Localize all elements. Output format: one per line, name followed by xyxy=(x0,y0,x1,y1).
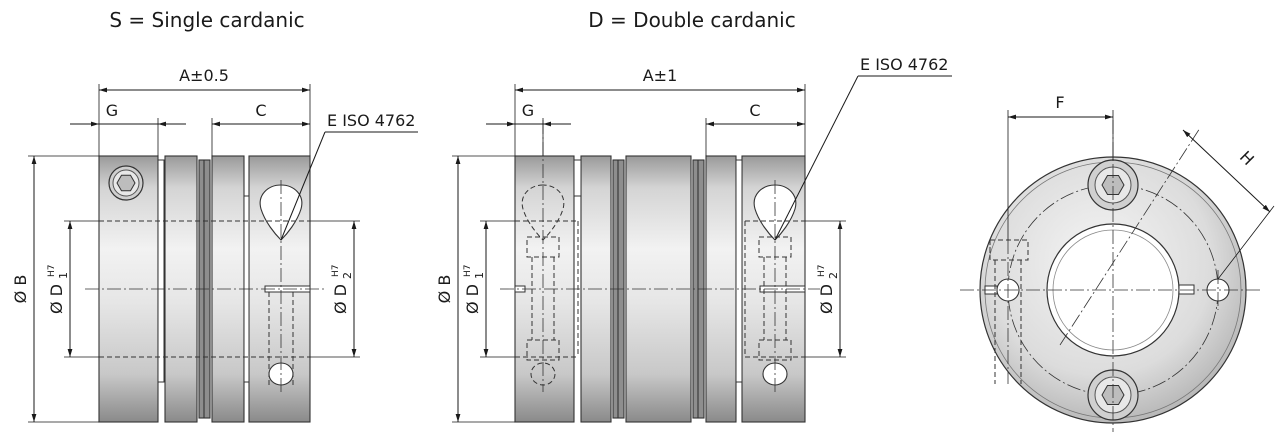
dim-g-double: G xyxy=(522,101,534,120)
dim-d1-sub-single: 1 xyxy=(57,272,70,279)
title-double-cardanic: D = Double cardanic xyxy=(588,8,795,32)
end-view xyxy=(960,120,1262,432)
dim-d2-tol-single: H7 xyxy=(331,265,341,278)
dim-a-single: A±0.5 xyxy=(179,66,229,85)
dim-b-single: Ø B xyxy=(11,275,30,304)
dim-c-double: C xyxy=(749,101,760,120)
dim-d2-sub-double: 2 xyxy=(827,272,840,279)
single-dimensions: A±0.5 G C E ISO 4762 Ø B Ø D 1 H7 Ø D 2 … xyxy=(11,66,418,423)
double-dimensions: A±1 G C E ISO 4762 Ø B Ø D 1 H7 Ø D 2 H7 xyxy=(435,55,952,423)
hex-socket-screw-icon xyxy=(108,165,144,201)
single-cardanic-view xyxy=(85,155,325,423)
dim-g-single: G xyxy=(106,101,118,120)
dim-d2-double: Ø D xyxy=(817,284,836,314)
dim-d1-tol-double: H7 xyxy=(463,265,473,278)
double-cardanic-view xyxy=(500,120,820,423)
dim-c-single: C xyxy=(255,101,266,120)
dim-a-double: A±1 xyxy=(643,66,678,85)
dim-d1-sub-double: 1 xyxy=(473,272,486,279)
dim-d2-sub-single: 2 xyxy=(341,272,354,279)
dim-d1-double: Ø D xyxy=(463,284,482,314)
title-single-cardanic: S = Single cardanic xyxy=(109,8,304,32)
dim-d2-tol-double: H7 xyxy=(817,265,827,278)
dim-d1-tol-single: H7 xyxy=(47,265,57,278)
dim-h: H xyxy=(1236,147,1258,169)
dim-b-double: Ø B xyxy=(435,275,454,304)
dim-d1-single: Ø D xyxy=(47,284,66,314)
dim-f: F xyxy=(1055,93,1064,112)
callout-e-single: E ISO 4762 xyxy=(327,111,415,130)
dim-d2-single: Ø D xyxy=(331,284,350,314)
callout-e-double: E ISO 4762 xyxy=(860,55,948,74)
